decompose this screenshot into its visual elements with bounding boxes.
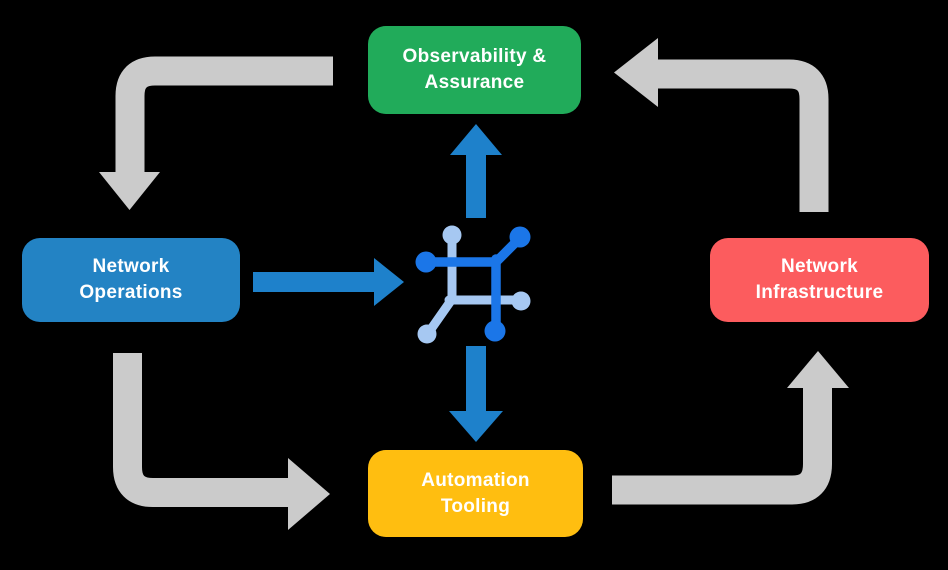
arrow-automation-to-infrastructure [612,351,849,505]
node-observability-label: Observability & Assurance [402,46,547,93]
node-operations-label: Network Operations [79,256,183,303]
node-automation-label: Automation Tooling [421,469,530,517]
node-network-infrastructure: Network Infrastructure [710,238,929,322]
arrow-infrastructure-to-observability [614,38,829,212]
node-automation-tooling: Automation Tooling [368,450,583,537]
icon-light-strokes [417,225,531,344]
arrow-operations-to-center [253,258,404,306]
node-infrastructure-label: Network Infrastructure [755,256,884,303]
arrow-center-to-observability [450,124,502,218]
arrow-operations-to-automation [113,353,330,530]
node-network-operations: Network Operations [22,238,240,322]
arrow-center-to-automation [449,346,503,442]
node-observability-assurance: Observability & Assurance [368,26,581,114]
network-automation-icon [415,225,531,344]
arrow-observability-to-operations [99,56,333,210]
icon-dark-strokes [415,226,531,342]
